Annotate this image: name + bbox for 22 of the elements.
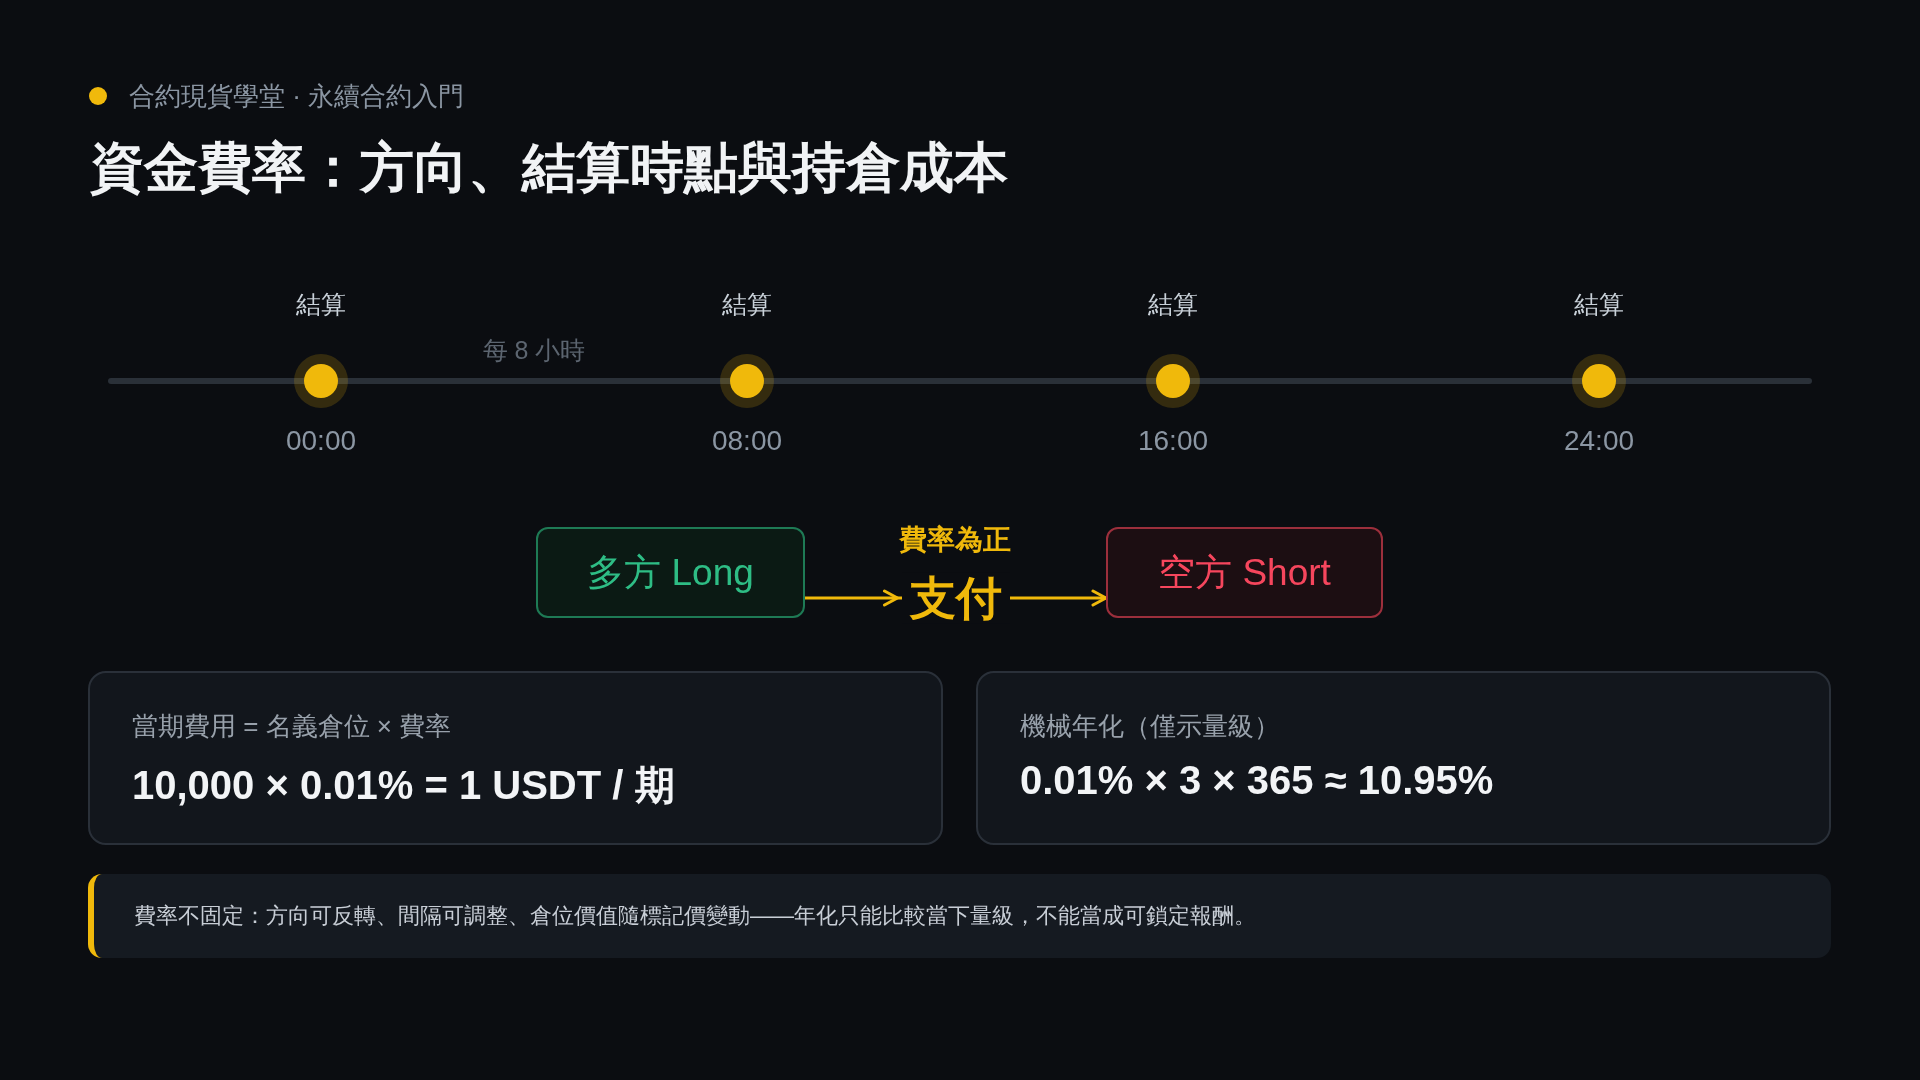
section-kicker: 合約現貨學堂 · 永續合約入門 bbox=[129, 79, 465, 113]
formula-caption: 當期費用 = 名義倉位 × 費率 bbox=[132, 710, 453, 743]
settlement-label: 結算 bbox=[296, 288, 346, 320]
edge-label: 支付 bbox=[901, 572, 1010, 624]
settlement-label: 結算 bbox=[722, 288, 772, 320]
time-label: 08:00 bbox=[711, 425, 783, 457]
note-callout: 費率不固定：方向可反轉、間隔可調整、倉位價值隨標記價變動——年化只能比較當下量級，不能當成可鎖定報酬。 bbox=[88, 874, 1831, 958]
settlement-label: 結算 bbox=[1574, 288, 1624, 320]
formula-value: 10,000 × 0.01% = 1 USDT / 期 bbox=[132, 762, 676, 809]
formula-caption: 機械年化（僅示量級） bbox=[1020, 710, 1281, 743]
interval-label: 每 8 小時 bbox=[482, 334, 586, 366]
time-label: 24:00 bbox=[1563, 425, 1635, 457]
time-label: 00:00 bbox=[285, 425, 357, 457]
time-label: 16:00 bbox=[1137, 425, 1209, 457]
condition-label: 費率為正 bbox=[899, 523, 1011, 557]
settlement-label: 結算 bbox=[1148, 288, 1198, 320]
short-side-box: 空方 Short bbox=[1106, 527, 1383, 618]
page-title: 資金費率：方向、結算時點與持倉成本 bbox=[90, 135, 1008, 199]
formula-value: 0.01% × 3 × 365 ≈ 10.95% bbox=[1020, 758, 1495, 803]
annualized-card bbox=[976, 671, 1831, 845]
formula-card bbox=[88, 671, 943, 845]
long-side-box: 多方 Long bbox=[536, 527, 805, 618]
